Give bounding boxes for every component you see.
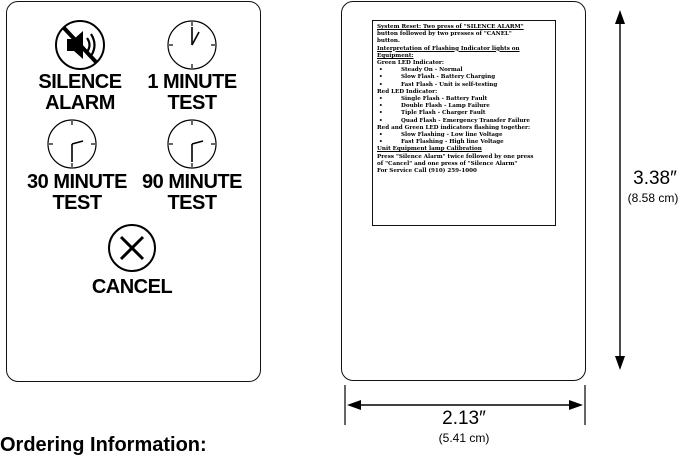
- width-cm-label: (5.41 cm): [438, 431, 490, 445]
- bullet-marker: •: [379, 74, 383, 81]
- label-line: of "Cancel" and one press of "Silence Al…: [377, 160, 518, 167]
- label-line: Red and Green LED indicators flashing to…: [377, 124, 531, 131]
- button-label-line2: TEST: [167, 192, 217, 214]
- button-label-line1: CANCEL: [91, 276, 173, 298]
- bullet-marker: •: [379, 67, 383, 74]
- label-line: Green LED Indicator:: [377, 60, 444, 67]
- bullet-marker: •: [379, 96, 383, 103]
- button-faceplate: SILENCE ALARM 1 MINUTE TEST 30 MINUTE TE: [6, 1, 261, 382]
- label-line: Unit Equipment lamp Calibration: [377, 146, 482, 153]
- label-bullet-line: • Double Flash - Lamp Failure: [377, 103, 551, 110]
- clock-icon: [167, 119, 217, 169]
- one-minute-test-button[interactable]: 1 MINUTE TEST: [137, 18, 247, 116]
- button-label-line2: ALARM: [45, 92, 115, 114]
- button-label-line1: SILENCE: [38, 71, 122, 93]
- bullet-text: Single Flash - Battery Fault: [401, 96, 488, 103]
- bullet-text: Slow Flash - Battery Charging: [401, 74, 496, 81]
- height-inches-label: 3.38″: [633, 168, 677, 189]
- label-bullet-line: • Fast Flashing - High line Voltage: [377, 139, 551, 146]
- clock-icon: [47, 119, 97, 169]
- label-line: Equipment:: [377, 52, 414, 59]
- label-bullet-line: • Quad Flash - Emergency Transfer Failure: [377, 118, 551, 125]
- label-line: Red LED Indicator:: [377, 88, 438, 95]
- bullet-marker: •: [379, 132, 383, 139]
- bullet-marker: •: [379, 110, 383, 117]
- label-bullet-line: • Slow Flash - Battery Charging: [377, 74, 551, 81]
- ordering-heading: Ordering Information:: [0, 434, 207, 456]
- ninety-minute-test-button[interactable]: 90 MINUTE TEST: [132, 117, 252, 217]
- label-plate: System Reset: Two press of "SILENCE ALAR…: [341, 1, 586, 381]
- label-line: System Reset: Two press of "SILENCE ALAR…: [377, 24, 524, 30]
- silence-alarm-button[interactable]: SILENCE ALARM: [25, 18, 135, 116]
- bullet-marker: •: [379, 139, 383, 146]
- bullet-text: Fast Flash - Unit is self-testing: [401, 81, 498, 88]
- instruction-label: System Reset: Two press of "SILENCE ALAR…: [372, 20, 556, 226]
- label-bullet-line: • Slow Flashing - Low line Voltage: [377, 132, 551, 139]
- bullet-text: Tiple Flash - Charger Fault: [401, 110, 486, 117]
- label-bullet-line: • Steady On - Normal: [377, 67, 551, 74]
- button-label-line2: TEST: [167, 92, 217, 114]
- label-line: Press "Silence Alarm" twice followed by …: [377, 153, 534, 160]
- height-cm-label: (8.58 cm): [627, 191, 679, 205]
- cancel-button[interactable]: CANCEL: [82, 222, 182, 312]
- width-dimension-lines: [344, 385, 586, 425]
- bullet-marker: •: [379, 103, 383, 110]
- thirty-minute-test-button[interactable]: 30 MINUTE TEST: [17, 117, 137, 217]
- button-label-line1: 30 MINUTE: [27, 171, 127, 193]
- label-line: For Service Call (910) 259-1000: [377, 168, 477, 175]
- button-label-line1: 1 MINUTE: [147, 71, 237, 93]
- bullet-text: Double Flash - Lamp Failure: [401, 103, 490, 110]
- height-dimension-arrow: [615, 10, 625, 370]
- speaker-muted-icon: [55, 20, 105, 70]
- bullet-text: Quad Flash - Emergency Transfer Failure: [401, 117, 530, 124]
- bullet-text: Fast Flashing - High line Voltage: [401, 139, 504, 146]
- bullet-marker: •: [379, 117, 383, 124]
- button-label-line2: TEST: [52, 192, 102, 214]
- button-label-line1: 90 MINUTE: [142, 171, 242, 193]
- label-line: button followed by two presses of "CANEL…: [377, 31, 512, 38]
- width-inches-label: 2.13″: [442, 408, 486, 429]
- bullet-text: Steady On - Normal: [401, 67, 463, 74]
- bullet-marker: •: [379, 81, 383, 88]
- label-bullet-line: • Tiple Flash - Charger Fault: [377, 110, 551, 117]
- label-line: Interpretation of Flashing Indicator lig…: [377, 45, 520, 52]
- bullet-text: Slow Flashing - Low line Voltage: [401, 132, 503, 139]
- label-bullet-line: • Fast Flash - Unit is self-testing: [377, 82, 551, 89]
- label-line: button.: [377, 38, 400, 45]
- cancel-x-icon: [108, 224, 156, 272]
- clock-icon: [167, 20, 217, 70]
- label-bullet-line: • Single Flash - Battery Fault: [377, 96, 551, 103]
